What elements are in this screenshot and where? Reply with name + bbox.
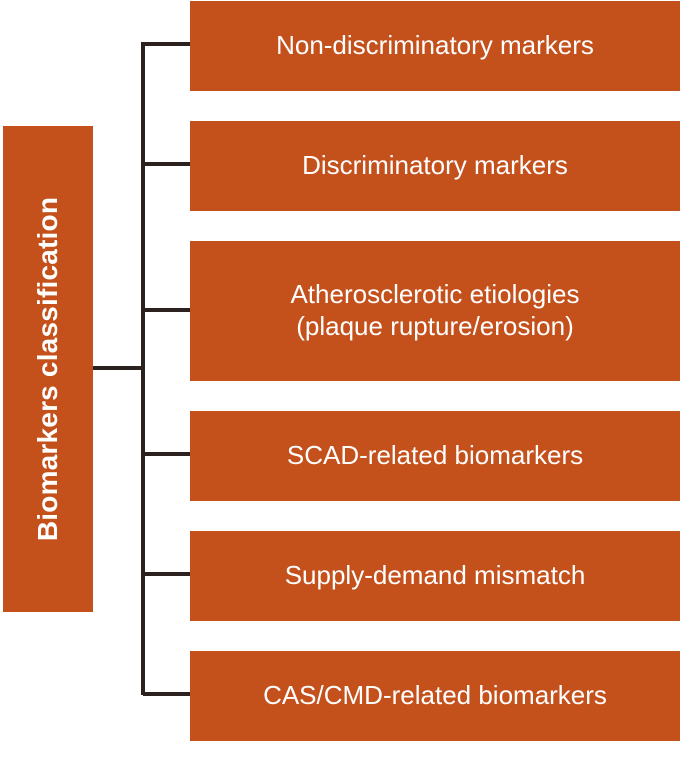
root-node-biomarkers-classification[interactable]: Biomarkers classification	[3, 126, 93, 612]
branch-node-label: Discriminatory markers	[302, 150, 568, 181]
branch-node-scad-related-biomarkers[interactable]: SCAD-related biomarkers	[190, 411, 680, 501]
branch-node-label-line-2: (plaque rupture/erosion)	[296, 311, 574, 341]
branch-node-label: Supply-demand mismatch	[284, 560, 586, 591]
root-node-label: Biomarkers classification	[32, 196, 63, 542]
branch-node-atherosclerotic-etiologies[interactable]: Atherosclerotic etiologies (plaque ruptu…	[190, 241, 680, 381]
branch-node-cas-cmd-related-biomarkers[interactable]: CAS/CMD-related biomarkers	[190, 651, 680, 741]
branch-node-supply-demand-mismatch[interactable]: Supply-demand mismatch	[190, 531, 680, 621]
branch-node-label: CAS/CMD-related biomarkers	[263, 680, 607, 711]
branch-node-discriminatory-markers[interactable]: Discriminatory markers	[190, 121, 680, 211]
branch-node-label: SCAD-related biomarkers	[286, 440, 584, 471]
branch-node-non-discriminatory-markers[interactable]: Non-discriminatory markers	[190, 1, 680, 91]
branch-node-label-line-1: Atherosclerotic etiologies	[290, 279, 580, 310]
branch-node-label: Atherosclerotic etiologies (plaque ruptu…	[290, 279, 579, 342]
branch-node-label: Non-discriminatory markers	[276, 30, 594, 61]
